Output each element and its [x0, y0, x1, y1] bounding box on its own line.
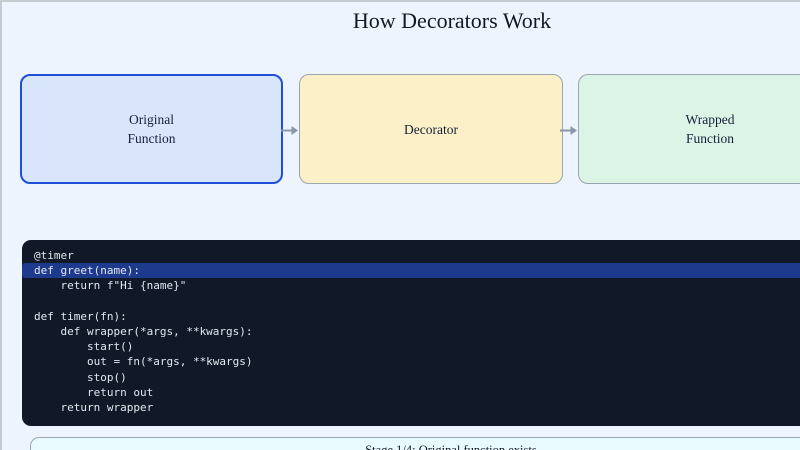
stage-status-bar: Stage 1/4: Original function exists: [30, 437, 800, 450]
code-line: stop(): [34, 370, 127, 384]
flow-box-original-function: Original Function: [20, 74, 283, 184]
flow-arrow-right-icon: [281, 123, 299, 138]
flow-box-label-wrapped: Wrapped Function: [685, 112, 735, 146]
code-line: start(): [34, 340, 134, 354]
flow-box-label-original: Original Function: [127, 112, 176, 146]
flow-box-decorator: Decorator: [299, 74, 563, 184]
code-line: return wrapper: [34, 400, 154, 414]
code-line: @timer: [34, 249, 74, 262]
flow-box-wrapped-function: Wrapped Function: [578, 74, 800, 184]
flow-box-label-decorator: Decorator: [404, 121, 458, 137]
code-line: return out: [34, 385, 154, 399]
flow-arrow-right-icon: [560, 123, 578, 138]
stage-status-text: Stage 1/4: Original function exists: [365, 443, 537, 450]
code-line-highlighted: def greet(name):: [22, 263, 800, 279]
code-line: def timer(fn):: [34, 309, 127, 323]
page-title: How Decorators Work: [352, 8, 552, 33]
code-line: [22, 294, 800, 309]
code-line: out = fn(*args, **kwargs): [34, 355, 253, 369]
code-line: return f"Hi {name}": [34, 279, 187, 293]
code-line: def wrapper(*args, **kwargs):: [34, 324, 253, 338]
